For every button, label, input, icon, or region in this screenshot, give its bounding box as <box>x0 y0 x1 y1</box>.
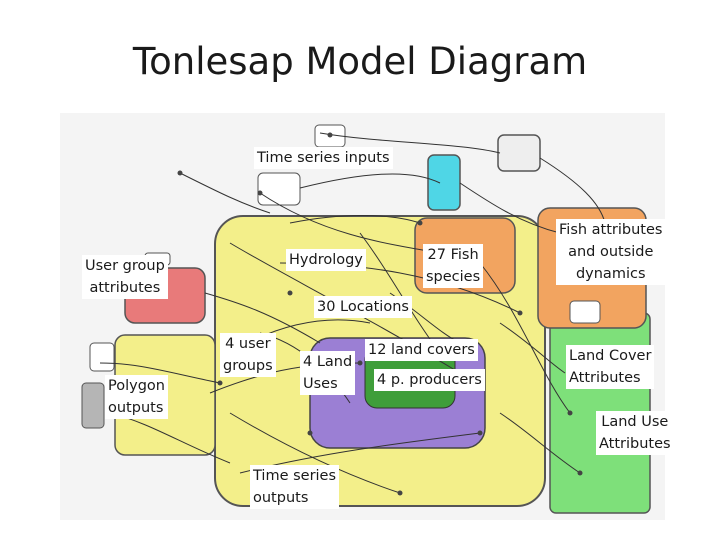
slide-title: Tonlesap Model Diagram <box>132 40 588 83</box>
label-land-use-attributes: Land Use Attributes <box>596 411 674 455</box>
cyan-box <box>427 154 461 211</box>
label-hydrology: Hydrology <box>286 249 366 271</box>
label-time-series-inputs: Time series inputs <box>254 147 393 169</box>
small-box-2 <box>257 172 301 206</box>
small-box-3 <box>89 342 115 372</box>
gray-box <box>81 382 105 429</box>
label-fish-attributes: Fish attributes and outside dynamics <box>556 219 666 285</box>
label-land-cover-attributes: Land Cover Attributes <box>566 345 655 389</box>
label-time-series-outputs: Time series outputs <box>250 465 340 509</box>
label-polygon-outputs: Polygon outputs <box>105 375 168 419</box>
label-land-uses: 4 Land Uses <box>300 351 356 395</box>
small-box-4 <box>569 300 601 324</box>
label-user-group-attributes: User group attributes <box>82 255 168 299</box>
label-land-covers: 12 land covers <box>365 339 478 361</box>
model-diagram: Time series inputs User group attributes… <box>60 113 674 520</box>
label-producers: 4 p. producers <box>374 369 485 391</box>
lake-pulse-box <box>497 134 541 172</box>
label-user-groups: 4 user groups <box>220 333 276 377</box>
label-fish-species: 27 Fish species <box>423 244 484 288</box>
label-locations: 30 Locations <box>314 296 412 318</box>
